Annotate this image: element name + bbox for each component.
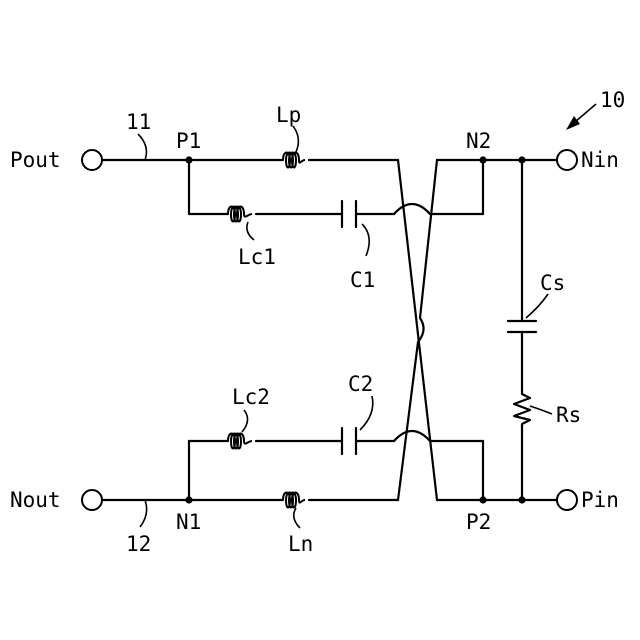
component-c2-label: C2 (348, 372, 373, 396)
wire-top-hop (394, 204, 430, 214)
node-dot-n2 (479, 156, 486, 163)
terminal-pin (557, 490, 577, 510)
leader-lc1 (247, 222, 254, 240)
component-lp-label: Lp (276, 103, 301, 127)
terminal-nin (557, 150, 577, 170)
leader-11 (138, 134, 146, 160)
terminal-nout (82, 490, 102, 510)
node-dot-n1 (185, 496, 192, 503)
line-ref-lower-label: 12 (126, 532, 151, 556)
figure-ref-label: 10 (600, 88, 625, 112)
leader-lc2 (242, 410, 248, 432)
node-dot-p2 (479, 496, 486, 503)
node-n1-label: N1 (176, 510, 201, 534)
node-dot-p1 (185, 156, 192, 163)
leader-c2 (360, 396, 373, 430)
capacitor-c1 (342, 201, 356, 227)
capacitor-c2 (342, 428, 356, 454)
capacitor-cs (508, 321, 536, 332)
node-dot-nin-junction (518, 156, 525, 163)
leader-cs (526, 294, 548, 318)
inductor-ln (283, 493, 305, 508)
terminal-nout-label: Nout (10, 488, 61, 512)
leader-c1 (362, 224, 369, 256)
wire-bottom-hop (394, 431, 430, 441)
terminal-pout (82, 150, 102, 170)
wiring (103, 160, 557, 500)
terminal-nin-label: Nin (581, 148, 619, 172)
component-rs-label: Rs (556, 403, 581, 427)
component-ln-label: Ln (288, 532, 313, 556)
resistor-rs (514, 390, 530, 426)
inductor-lc1 (228, 207, 252, 222)
component-lc2-label: Lc2 (232, 385, 270, 409)
line-ref-upper-label: 11 (126, 110, 151, 134)
leader-ln (294, 508, 300, 528)
component-c1-label: C1 (350, 268, 375, 292)
component-lc1-label: Lc1 (238, 245, 276, 269)
node-p2-label: P2 (466, 510, 491, 534)
component-cs-label: Cs (540, 271, 565, 295)
leader-12 (140, 500, 147, 527)
figure-ref-arrow (566, 104, 596, 130)
node-p1-label: P1 (176, 129, 201, 153)
node-n2-label: N2 (466, 129, 491, 153)
inductor-lc2 (228, 434, 252, 449)
terminal-pout-label: Pout (10, 148, 61, 172)
node-dot-pin-junction (518, 496, 525, 503)
inductor-lp (283, 153, 305, 168)
terminal-pin-label: Pin (581, 488, 619, 512)
leader-lp (293, 126, 298, 152)
leader-lines (138, 126, 552, 528)
leader-rs (530, 406, 552, 414)
